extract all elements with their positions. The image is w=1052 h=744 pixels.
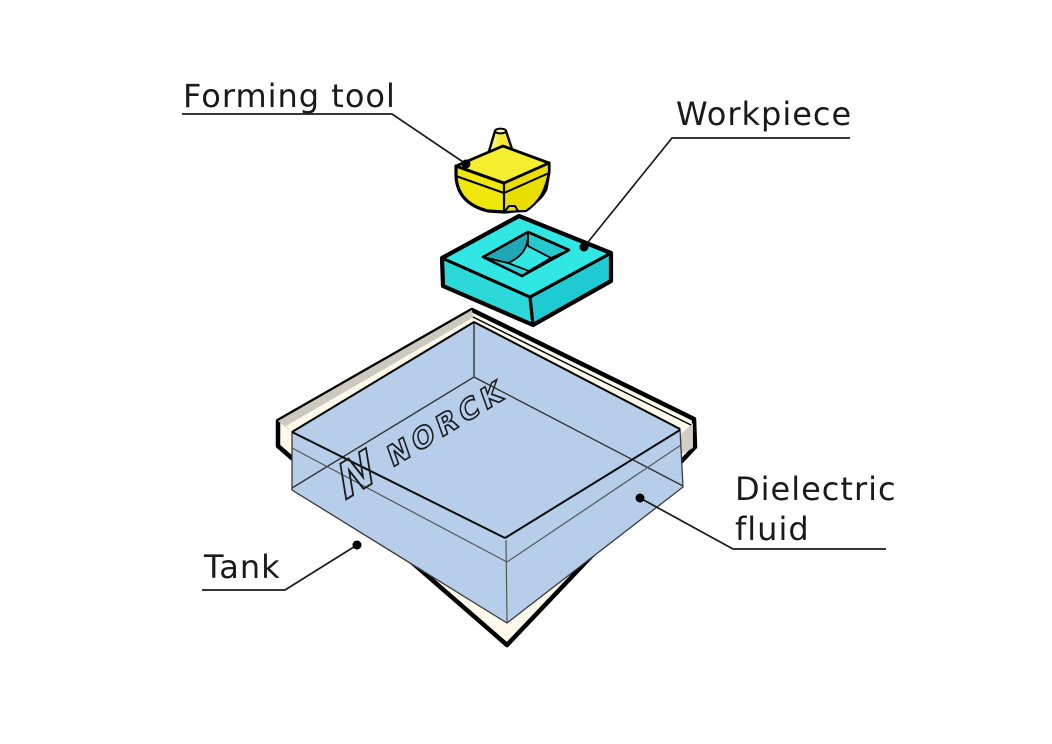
workpiece-outline [439, 213, 614, 328]
tank-rim-front-edges [291, 429, 681, 539]
tool-shank-tip [494, 127, 507, 135]
dielectric-label-line2: fluid [735, 510, 810, 548]
forming-tool-label: Forming tool [183, 77, 396, 115]
tank-rim-band-left [278, 310, 474, 432]
tank-rim-band-left-inner [286, 317, 474, 432]
workpiece-pocket-rim [481, 230, 571, 278]
tank-leader-dot [352, 540, 362, 550]
workpiece-label: Workpiece [676, 95, 852, 133]
dielectric-leader-line [639, 497, 886, 550]
tank-rim-inner-edges [291, 321, 681, 433]
tank-interior-edges [291, 322, 684, 489]
workpiece [439, 213, 614, 328]
tool-body-top-face [454, 144, 551, 185]
fluid-level-edges [291, 444, 682, 623]
dielectric-label-line1: Dielectric [735, 470, 897, 508]
tank-wall-edge-detail [472, 316, 692, 426]
forming-tool-leader-line [182, 113, 467, 165]
tool-body-right [502, 161, 551, 214]
dielectric-leader-dot [635, 493, 645, 503]
forming-tool-leader-dot [461, 159, 471, 169]
callout-tank: Tank [202, 540, 362, 591]
tool-band-lines [455, 172, 550, 212]
tank-label: Tank [203, 548, 281, 586]
tank-leader-line [202, 544, 358, 591]
callouts: Forming tool Workpiece Tank Dielectric f… [182, 77, 897, 591]
callout-forming-tool: Forming tool [182, 77, 471, 169]
callout-workpiece: Workpiece [579, 95, 852, 252]
tank: N NORCK [275, 307, 698, 648]
callout-dielectric-fluid: Dielectric fluid [635, 470, 897, 550]
forming-tool [454, 127, 551, 214]
workpiece-leader-dot [579, 242, 589, 252]
workpiece-leader-line [583, 137, 850, 248]
